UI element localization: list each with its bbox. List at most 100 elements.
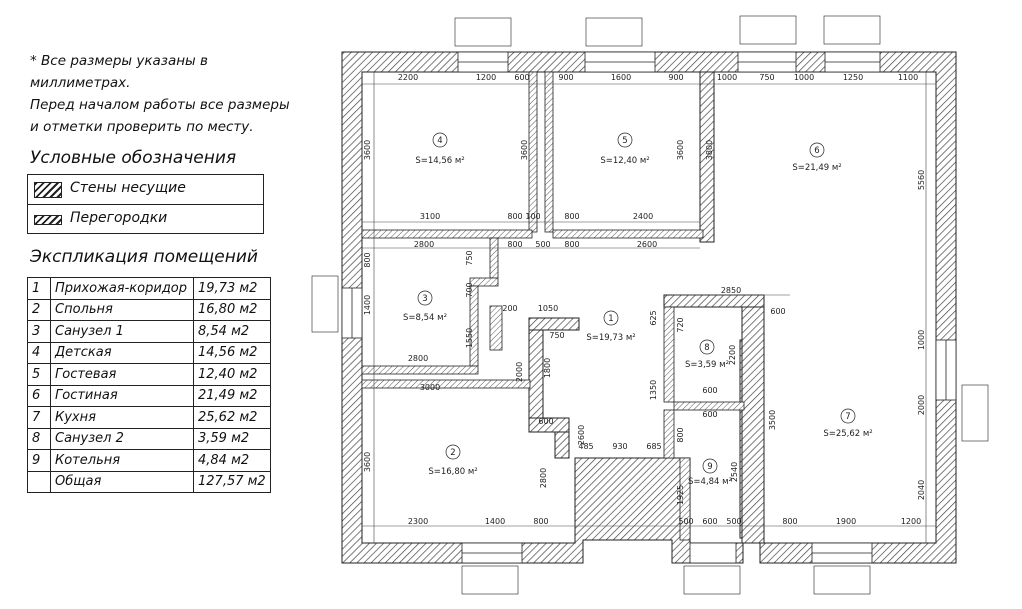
dim-b800b: 800: [782, 517, 797, 526]
dim-v1800: 1800: [543, 358, 552, 378]
dim-top-1600: 1600: [611, 73, 631, 82]
dim-2800b: 2800: [408, 354, 428, 363]
dim-800a: 800: [507, 212, 522, 221]
explication-cell-name: Котельня: [50, 449, 194, 472]
dim-v2000a: 2000: [515, 362, 524, 382]
room-8-num: 8: [704, 343, 709, 353]
explication-cell-name: Прихожая-коридор: [50, 277, 194, 300]
dim-b500: 500: [678, 517, 693, 526]
legend-row-bearing: Стены несущие: [28, 175, 263, 204]
dim-600c: 600: [702, 410, 717, 419]
dim-v2000b: 2000: [917, 395, 926, 415]
room-7-area: S=25,62 м²: [823, 429, 872, 439]
dim-750: 750: [549, 331, 564, 340]
dim-v3600b: 3600: [520, 140, 529, 160]
dim-2850: 2850: [721, 286, 741, 295]
dim-top-2200: 2200: [398, 73, 418, 82]
dim-b500b: 500: [726, 517, 741, 526]
explication-cell-name: Гостиная: [50, 384, 194, 407]
room-5-area: S=12,40 м²: [600, 156, 649, 166]
dim-3100: 3100: [420, 212, 440, 221]
dim-top-750: 750: [759, 73, 774, 82]
dim-v1925: 1925: [676, 485, 685, 505]
dim-v750: 750: [465, 250, 474, 265]
dim-485: 485: [578, 442, 593, 451]
dim-v625: 625: [649, 310, 658, 325]
room-4-label: 4 S=14,56 м²: [415, 132, 465, 166]
dim-b1400: 1400: [485, 517, 505, 526]
room-9-area: S=4,84 м²: [688, 477, 732, 487]
legend-box: Стены несущие Перегородки: [27, 174, 264, 234]
dim-v3600d: 3600: [363, 452, 372, 472]
dim-600a: 600: [770, 307, 785, 316]
dim-top-900b: 900: [668, 73, 683, 82]
window-tags: [311, 15, 989, 595]
note-line-3: и отметки проверить по месту.: [30, 119, 254, 135]
room-8-label: 8 S=3,59 м²: [685, 339, 729, 370]
room-5-num: 5: [622, 136, 627, 146]
room-2-label: 2 S=16,80 м²: [428, 444, 478, 477]
dim-v3600a: 3600: [363, 140, 372, 160]
explication-cell-area: 19,73 м2: [193, 277, 271, 300]
dim-top-1100: 1100: [898, 73, 918, 82]
dim-v3800: 3800: [705, 140, 714, 160]
dim-b800: 800: [533, 517, 548, 526]
dim-b2300: 2300: [408, 517, 428, 526]
partition-swatch-icon: [34, 215, 62, 225]
dim-v720: 720: [676, 317, 685, 332]
windows: [341, 51, 957, 564]
room-1-num: 1: [608, 314, 613, 324]
dim-v2800: 2800: [539, 468, 548, 488]
dim-b600: 600: [702, 517, 717, 526]
dim-3000: 3000: [420, 383, 440, 392]
room-4-num: 4: [437, 136, 442, 146]
explication-cell-name: Кухня: [50, 406, 194, 429]
room-7-label: 7 S=25,62 м²: [823, 408, 873, 439]
dimension-lines: [362, 72, 936, 543]
dim-v2540: 2540: [730, 462, 739, 482]
room-1-area: S=19,73 м²: [586, 333, 635, 343]
bearing-wall-swatch-icon: [34, 182, 62, 198]
room-9-num: 9: [707, 462, 712, 472]
dim-b1900: 1900: [836, 517, 856, 526]
legend-title: Условные обозначения: [30, 148, 237, 168]
room-5-label: 5 S=12,40 м²: [600, 132, 650, 166]
dim-2800a: 2800: [414, 240, 434, 249]
partitions: [361, 71, 745, 541]
dim-100: 100: [525, 212, 540, 221]
room-4-area: S=14,56 м²: [415, 156, 464, 166]
dim-v2600: 2600: [577, 425, 586, 445]
explication-cell-area: 127,57 м2: [193, 470, 271, 493]
dim-v2040: 2040: [917, 480, 926, 500]
room-3-area: S=8,54 м²: [403, 313, 447, 323]
dim-v3600c: 3600: [676, 140, 685, 160]
room-6-area: S=21,49 м²: [792, 163, 841, 173]
dim-top-900a: 900: [558, 73, 573, 82]
dim-v2200: 2200: [728, 345, 737, 365]
dim-1050: 1050: [538, 304, 558, 313]
room-3-num: 3: [422, 294, 427, 304]
room-2-num: 2: [450, 448, 455, 458]
dim-v800: 800: [363, 252, 372, 267]
dim-800d: 800: [564, 240, 579, 249]
dim-v700: 700: [465, 282, 474, 297]
dim-2400: 2400: [633, 212, 653, 221]
room-9-label: 9 S=4,84 м²: [688, 458, 732, 487]
room-6-num: 6: [814, 146, 819, 156]
dim-685: 685: [646, 442, 661, 451]
dim-930: 930: [612, 442, 627, 451]
explication-title: Экспликация помещений: [30, 247, 258, 267]
dim-v1350: 1350: [649, 380, 658, 400]
dim-v3500: 3500: [768, 410, 777, 430]
dim-800c: 800: [507, 240, 522, 249]
vertical-dimension-texts: 3600 3600 3600 3800 5560 800 1400 750 70…: [363, 140, 926, 505]
dimension-texts: 2200 1200 600 900 1600 900 1000 750 1000…: [398, 73, 921, 526]
room-8-area: S=3,59 м²: [685, 360, 729, 370]
